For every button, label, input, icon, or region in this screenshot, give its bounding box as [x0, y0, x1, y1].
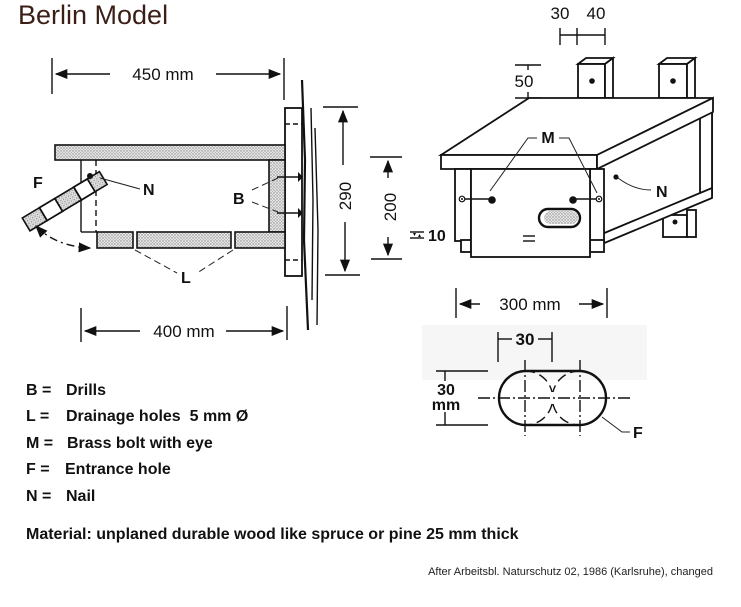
- roof-side: [596, 96, 714, 171]
- floor-board: [234, 231, 286, 249]
- leader-m: [559, 137, 598, 194]
- wall-line: [300, 79, 310, 331]
- dim-30-label: 30: [551, 4, 570, 23]
- legend-key: M =: [26, 435, 53, 452]
- dim-10-label: 10: [428, 228, 446, 245]
- dim-290-label: 290: [336, 182, 355, 210]
- legend-key: F =: [26, 461, 50, 478]
- legend-text: Drills: [66, 382, 106, 399]
- leader-n: [99, 177, 141, 190]
- front-leg: [454, 168, 472, 242]
- leader-b: [251, 177, 279, 191]
- leg-foot: [460, 239, 472, 253]
- label-l: L: [181, 270, 191, 287]
- mount-post: [575, 56, 616, 99]
- material-note: Material: unplaned durable wood like spr…: [26, 526, 519, 543]
- brass-bolt: [458, 195, 496, 204]
- front-leg: [589, 168, 605, 242]
- dim-450-label: 450 mm: [132, 65, 193, 84]
- leader-l: [196, 249, 234, 274]
- dim-40-label: 40: [587, 4, 606, 23]
- legend-text: Entrance hole: [65, 461, 171, 478]
- swing-arrow: [35, 225, 92, 253]
- back-wall: [268, 159, 286, 233]
- mount-post: [656, 56, 698, 99]
- drill-mark: [298, 208, 303, 218]
- source-credit: After Arbeitsbl. Naturschutz 02, 1986 (K…: [428, 566, 713, 578]
- label-n-side: N: [143, 182, 155, 199]
- page-title: Berlin Model: [18, 0, 168, 30]
- leader-l: [134, 249, 178, 274]
- label-f-detail: F: [633, 425, 643, 442]
- wall-grain: [314, 127, 319, 326]
- legend-item: M = Brass bolt with eye: [26, 435, 213, 452]
- legend-item: N = Nail: [26, 488, 95, 505]
- entrance-detail: 30 30 mm F: [422, 325, 647, 442]
- wall-grain: [310, 107, 314, 301]
- legend-text: Drainage holes 5 mm Ø: [66, 408, 248, 425]
- legend-item: F = Entrance hole: [26, 461, 171, 478]
- dim-height-unit: mm: [432, 397, 460, 414]
- floor-board: [96, 231, 134, 249]
- legend-key: L =: [26, 408, 49, 425]
- dim-300-label: 300 mm: [499, 295, 560, 314]
- dim-200-label: 200: [381, 193, 400, 221]
- drill-mark: [298, 172, 303, 182]
- legend-item: B = Drills: [26, 382, 106, 399]
- perspective-view: 30 40 50: [437, 4, 714, 318]
- label-n-perspective: N: [656, 184, 668, 201]
- nail-dot: [87, 173, 93, 179]
- leader-n: [617, 177, 652, 191]
- roof-board: [54, 144, 286, 161]
- roof-front: [440, 154, 598, 170]
- legend-key: B =: [26, 382, 51, 399]
- nail-dot: [613, 174, 619, 180]
- floor-board: [136, 231, 232, 249]
- dim-400-label: 400 mm: [153, 322, 214, 341]
- legend-text: Brass bolt with eye: [67, 435, 213, 452]
- brass-bolt: [569, 195, 603, 204]
- side-panel-edge: [699, 109, 713, 203]
- side-view: 450 mm B: [21, 58, 446, 342]
- label-f-side: F: [33, 175, 43, 192]
- leg-foot: [589, 239, 605, 253]
- legend-key: N =: [26, 488, 51, 505]
- mount-post-bottom: [662, 209, 697, 238]
- leader-f: [601, 416, 630, 433]
- legend-text: Nail: [66, 488, 95, 505]
- gap-marker-icon: [410, 231, 424, 239]
- leader-b: [251, 201, 279, 213]
- dim-50-label: 50: [515, 72, 534, 91]
- label-b: B: [233, 191, 245, 208]
- label-m: M: [541, 130, 554, 147]
- legend: B = Drills L = Drainage holes 5 mm Ø M =…: [26, 382, 248, 505]
- mounting-board: [284, 107, 303, 277]
- dim-spacing-label: 30: [516, 330, 535, 349]
- legend-item: L = Drainage holes 5 mm Ø: [26, 408, 248, 425]
- dim-height-value: 30: [437, 382, 455, 399]
- leader-m: [489, 137, 537, 192]
